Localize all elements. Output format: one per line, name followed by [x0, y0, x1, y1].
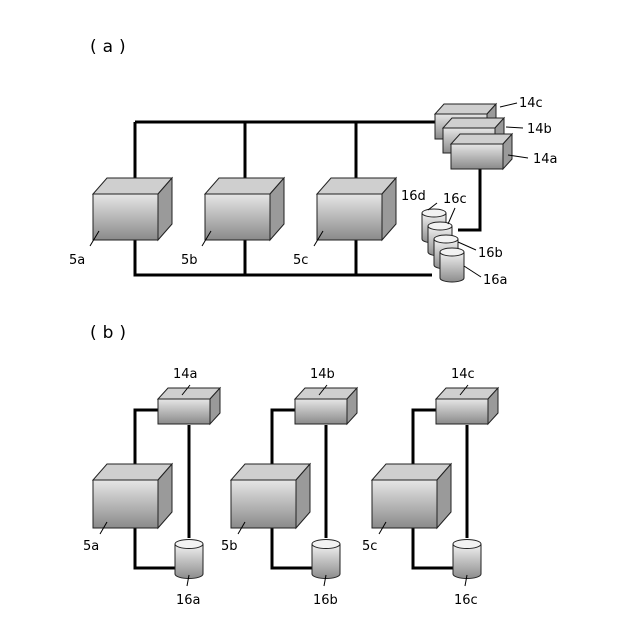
server-5b [205, 178, 284, 240]
label-storage-16a: 16a [483, 273, 508, 288]
panel-a-label: (a) [90, 37, 132, 57]
switch-14b [295, 388, 357, 424]
panel-b-group-b: 14b 5b 16b [221, 367, 357, 608]
storage-16a [440, 248, 464, 282]
server-5a [93, 464, 172, 528]
label-switch-14b: 14b [527, 122, 552, 137]
label-switch-14c: 14c [451, 367, 475, 382]
label-storage-16c: 16c [454, 593, 478, 608]
label-server-5b: 5b [181, 253, 198, 268]
server-5c [317, 178, 396, 240]
label-switch-14c: 14c [519, 96, 543, 111]
label-server-5a: 5a [83, 539, 99, 554]
label-server-5b: 5b [221, 539, 238, 554]
storage-16a [175, 540, 203, 579]
panel-b: (b) 14a 5a 16a [83, 323, 498, 608]
panel-a: (a) [69, 37, 558, 288]
label-storage-16b: 16b [478, 246, 503, 261]
server-5a [93, 178, 172, 240]
label-switch-14a: 14a [533, 152, 558, 167]
server-5c [372, 464, 451, 528]
server-5b [231, 464, 310, 528]
panel-b-group-c: 14c 5c 16c [362, 367, 498, 608]
panel-b-label: (b) [90, 323, 132, 343]
panel-b-group-a: 14a 5a 16a [83, 367, 220, 608]
label-storage-16b: 16b [313, 593, 338, 608]
switch-14a [451, 134, 512, 169]
label-server-5c: 5c [293, 253, 308, 268]
switch-14c [436, 388, 498, 424]
storage-16b [312, 540, 340, 579]
label-server-5c: 5c [362, 539, 377, 554]
label-switch-14b: 14b [310, 367, 335, 382]
switch-14a [158, 388, 220, 424]
label-storage-16a: 16a [176, 593, 201, 608]
label-storage-16c: 16c [443, 192, 467, 207]
storage-16c [453, 540, 481, 579]
label-switch-14a: 14a [173, 367, 198, 382]
label-storage-16d: 16d [401, 189, 426, 204]
label-server-5a: 5a [69, 253, 85, 268]
